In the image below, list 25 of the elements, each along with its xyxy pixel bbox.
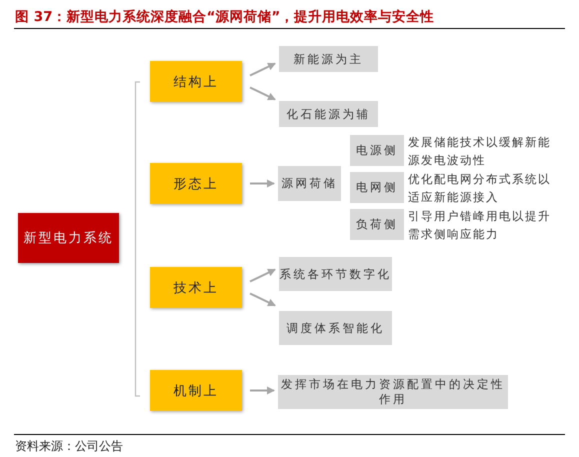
description-text: 优化配电网分布式系统以适应新能源接入 — [408, 171, 552, 206]
item-box: 化石能源为辅 — [279, 101, 378, 127]
category-box: 结构上 — [150, 61, 242, 102]
system-box: 新型电力系统 — [18, 213, 119, 263]
description-text: 发展储能技术以缓解新能源发电波动性 — [408, 134, 552, 169]
arrow — [250, 292, 276, 306]
arrow — [250, 62, 276, 76]
item-box: 发挥市场在电力资源配置中的决定性作用 — [278, 375, 508, 409]
item-box: 新能源为主 — [279, 46, 378, 72]
arrow — [250, 268, 276, 282]
category-box: 技术上 — [150, 267, 242, 308]
item-box: 源网荷储 — [278, 166, 341, 201]
side-box: 电源侧 — [350, 135, 404, 166]
category-box: 机制上 — [150, 370, 242, 411]
title: 图 37：新型电力系统深度融合“源网荷储”，提升用电效率与安全性 — [15, 8, 434, 26]
description-text: 引导用户错峰用电以提升需求侧响应能力 — [408, 208, 552, 243]
source-note: 资料来源：公司公告 — [15, 438, 123, 455]
arrow — [250, 180, 275, 188]
arrow — [250, 386, 275, 394]
item-box: 系统各环节数字化 — [279, 257, 392, 291]
side-box: 负荷侧 — [350, 209, 404, 240]
side-box: 电网侧 — [350, 172, 404, 203]
item-box: 调度体系智能化 — [279, 311, 392, 345]
arrow — [250, 86, 276, 100]
category-box: 形态上 — [150, 163, 242, 204]
